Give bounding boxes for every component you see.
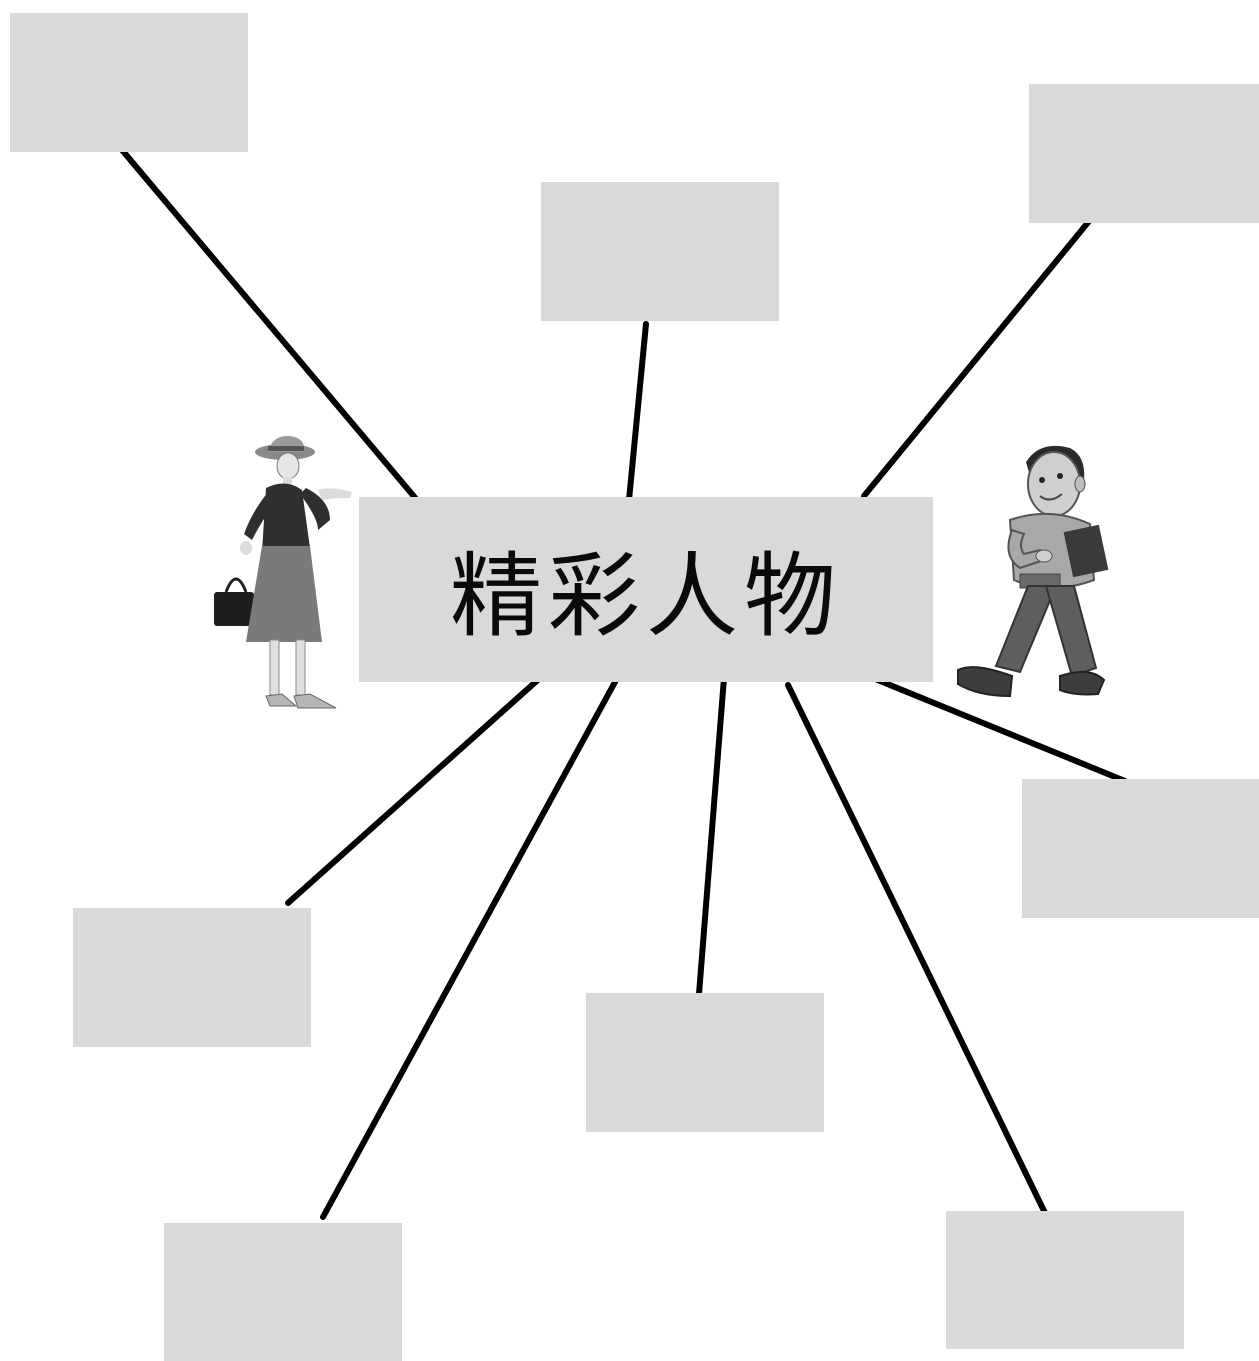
connector-top-left bbox=[119, 147, 420, 503]
connector-left bbox=[285, 675, 543, 906]
box-right[interactable] bbox=[1022, 779, 1259, 918]
box-left[interactable] bbox=[73, 908, 311, 1047]
box-top-left[interactable] bbox=[10, 13, 248, 152]
connector-top-right bbox=[861, 217, 1093, 499]
center-title: 精彩人物 bbox=[450, 543, 842, 650]
box-top-right[interactable] bbox=[1029, 84, 1259, 223]
woman-illustration bbox=[214, 435, 352, 709]
center-node: 精彩人物 bbox=[359, 497, 933, 682]
outer-boxes bbox=[10, 13, 1259, 1361]
boy-illustration bbox=[957, 445, 1109, 698]
box-top-center[interactable] bbox=[541, 182, 779, 321]
connector-bottom-mid bbox=[696, 675, 727, 997]
connector-bottom-right bbox=[785, 682, 1049, 1218]
center-box bbox=[359, 497, 933, 682]
connector-top-center bbox=[626, 321, 649, 503]
box-bottom-right[interactable] bbox=[946, 1211, 1184, 1349]
connector-right bbox=[855, 669, 1128, 784]
connector-lines bbox=[119, 147, 1128, 1220]
box-bottom-mid[interactable] bbox=[586, 993, 824, 1132]
box-bottom-left[interactable] bbox=[164, 1223, 402, 1361]
connector-bottom-left bbox=[320, 679, 618, 1220]
